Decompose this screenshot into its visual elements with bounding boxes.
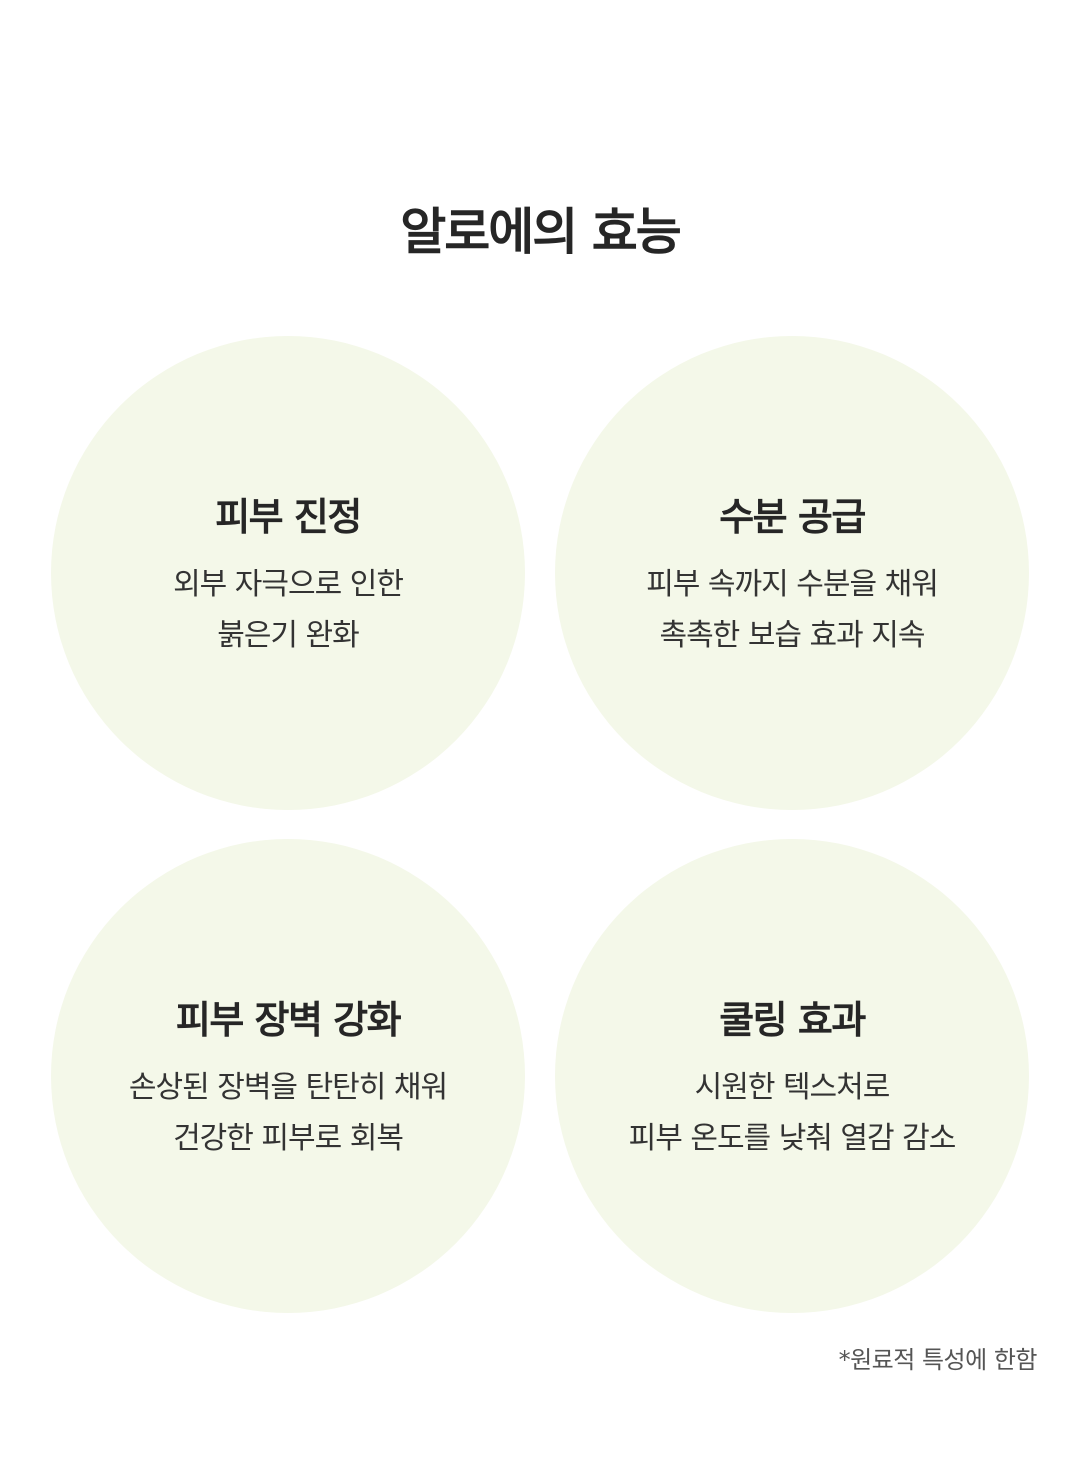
benefit-heading: 쿨링 효과: [719, 997, 866, 1042]
benefit-desc-line: 피부 온도를 낮춰 열감 감소: [628, 1120, 957, 1156]
footnote: *원료적 특성에 한함: [838, 1346, 1038, 1374]
benefit-desc-line: 붉은기 완화: [217, 617, 360, 653]
benefit-desc-line: 시원한 텍스처로: [694, 1069, 891, 1105]
benefit-card-hydration: 수분 공급 피부 속까지 수분을 채워 촉촉한 보습 효과 지속: [555, 336, 1029, 810]
benefit-card-barrier: 피부 장벽 강화 손상된 장벽을 탄탄히 채워 건강한 피부로 회복: [51, 839, 525, 1313]
benefit-desc-line: 건강한 피부로 회복: [173, 1120, 404, 1156]
benefit-desc-line: 피부 속까지 수분을 채워: [646, 566, 939, 602]
benefit-desc-line: 촉촉한 보습 효과 지속: [659, 617, 925, 653]
benefit-card-cooling: 쿨링 효과 시원한 텍스처로 피부 온도를 낮춰 열감 감소: [555, 839, 1029, 1313]
benefit-heading: 수분 공급: [719, 494, 866, 539]
benefit-desc-line: 손상된 장벽을 탄탄히 채워: [128, 1069, 448, 1105]
benefit-card-soothing: 피부 진정 외부 자극으로 인한 붉은기 완화: [51, 336, 525, 810]
benefit-heading: 피부 장벽 강화: [175, 997, 402, 1042]
benefit-desc-line: 외부 자극으로 인한: [173, 566, 404, 602]
page-title: 알로에의 효능: [400, 203, 681, 261]
benefit-heading: 피부 진정: [215, 494, 362, 539]
